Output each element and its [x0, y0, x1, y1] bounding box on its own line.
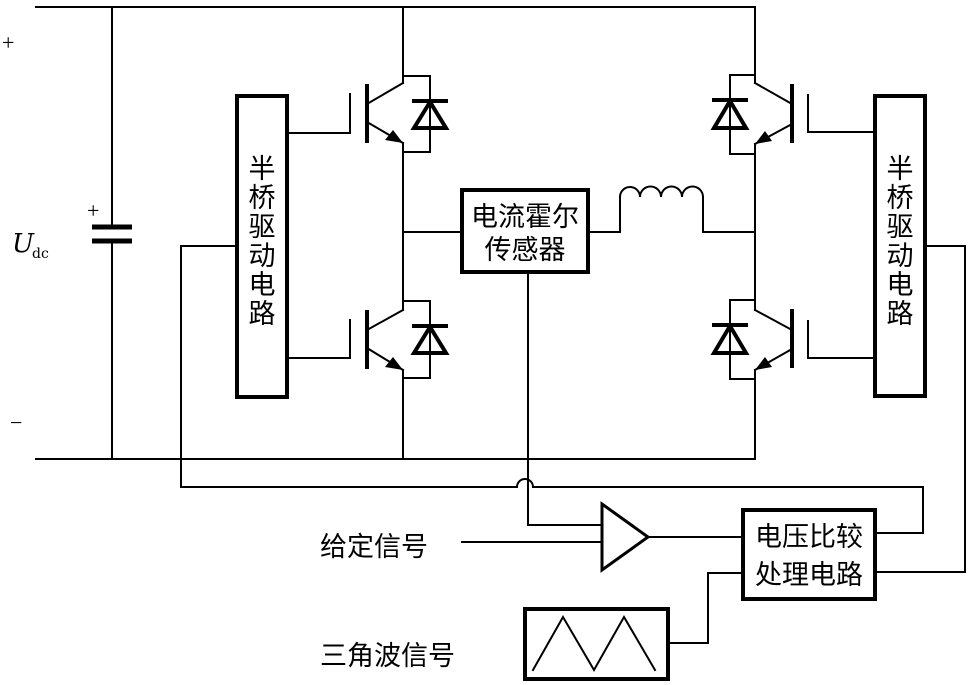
left-driver-char: 半 [249, 154, 276, 185]
right-driver-signal-wire [876, 245, 966, 573]
left-driver-char: 桥 [249, 183, 276, 214]
udc-label: U dc [12, 229, 49, 262]
inductor-to-right-leg-wire [702, 196, 756, 233]
right-driver-char: 半 [887, 154, 914, 185]
left-driver-label: 半 桥 驱 动 电 路 [249, 154, 276, 330]
amplifier-icon [600, 501, 651, 573]
diode-left-lower [410, 323, 450, 355]
right-driver-char: 驱 [887, 212, 914, 243]
sensor-to-inductor-wire [589, 196, 621, 233]
left-lower-gate-wire [288, 319, 351, 359]
igbt-right-lower [710, 299, 809, 380]
inductor-icon [618, 185, 705, 199]
hall-current-sensor [460, 188, 590, 274]
left-driver-char: 动 [249, 241, 276, 272]
diode-left-upper [410, 98, 450, 130]
hall-sensor-label-line1: 电流霍尔 [471, 202, 579, 233]
right-driver-char: 动 [887, 241, 914, 272]
comparator-label-line1: 电压比较 [755, 522, 863, 553]
right-driver-label: 半 桥 驱 动 电 路 [887, 154, 914, 330]
right-driver-char: 电 [887, 270, 914, 301]
igbt-right-upper [710, 74, 809, 155]
triangle-wave-icon [531, 614, 657, 673]
capacitor-plus-sign: + [87, 198, 99, 223]
voltage-comparator-circuit [741, 508, 877, 601]
hall-sensor-label-line2: 传感器 [485, 235, 566, 266]
triangle-signal-label: 三角波信号 [320, 641, 455, 672]
triangle-wave-generator [523, 607, 670, 681]
right-upper-gate-wire [807, 94, 874, 133]
right-driver-char: 桥 [887, 183, 914, 214]
left-driver-return-wire [532, 486, 924, 534]
diode-right-lower [710, 322, 750, 355]
right-driver-char: 路 [887, 299, 914, 330]
sensor-feedback-wire [527, 273, 603, 526]
left-driver-char: 路 [249, 299, 276, 330]
left-half-bridge-driver [235, 94, 289, 399]
comparator-label-line2: 处理电路 [755, 560, 863, 591]
dc-minus-sign: − [10, 410, 22, 435]
right-half-bridge-driver [873, 94, 927, 398]
igbt-left-lower [349, 300, 450, 379]
diode-right-upper [710, 97, 750, 130]
dc-plus-sign: + [2, 30, 14, 55]
reference-signal-label: 给定信号 [320, 532, 428, 563]
dc-bus-capacitor: + [87, 6, 132, 460]
igbt-left-upper [349, 75, 450, 153]
left-driver-signal-wire [180, 245, 518, 488]
left-driver-char: 电 [249, 270, 276, 301]
triangle-wave-wire [668, 572, 744, 644]
left-driver-char: 驱 [249, 212, 276, 243]
udc-label-subscript: dc [32, 246, 49, 262]
udc-label-main: U [12, 229, 35, 259]
right-lower-gate-wire [807, 320, 874, 359]
left-upper-gate-wire [288, 93, 351, 134]
wire-crossover-hop [515, 478, 535, 489]
